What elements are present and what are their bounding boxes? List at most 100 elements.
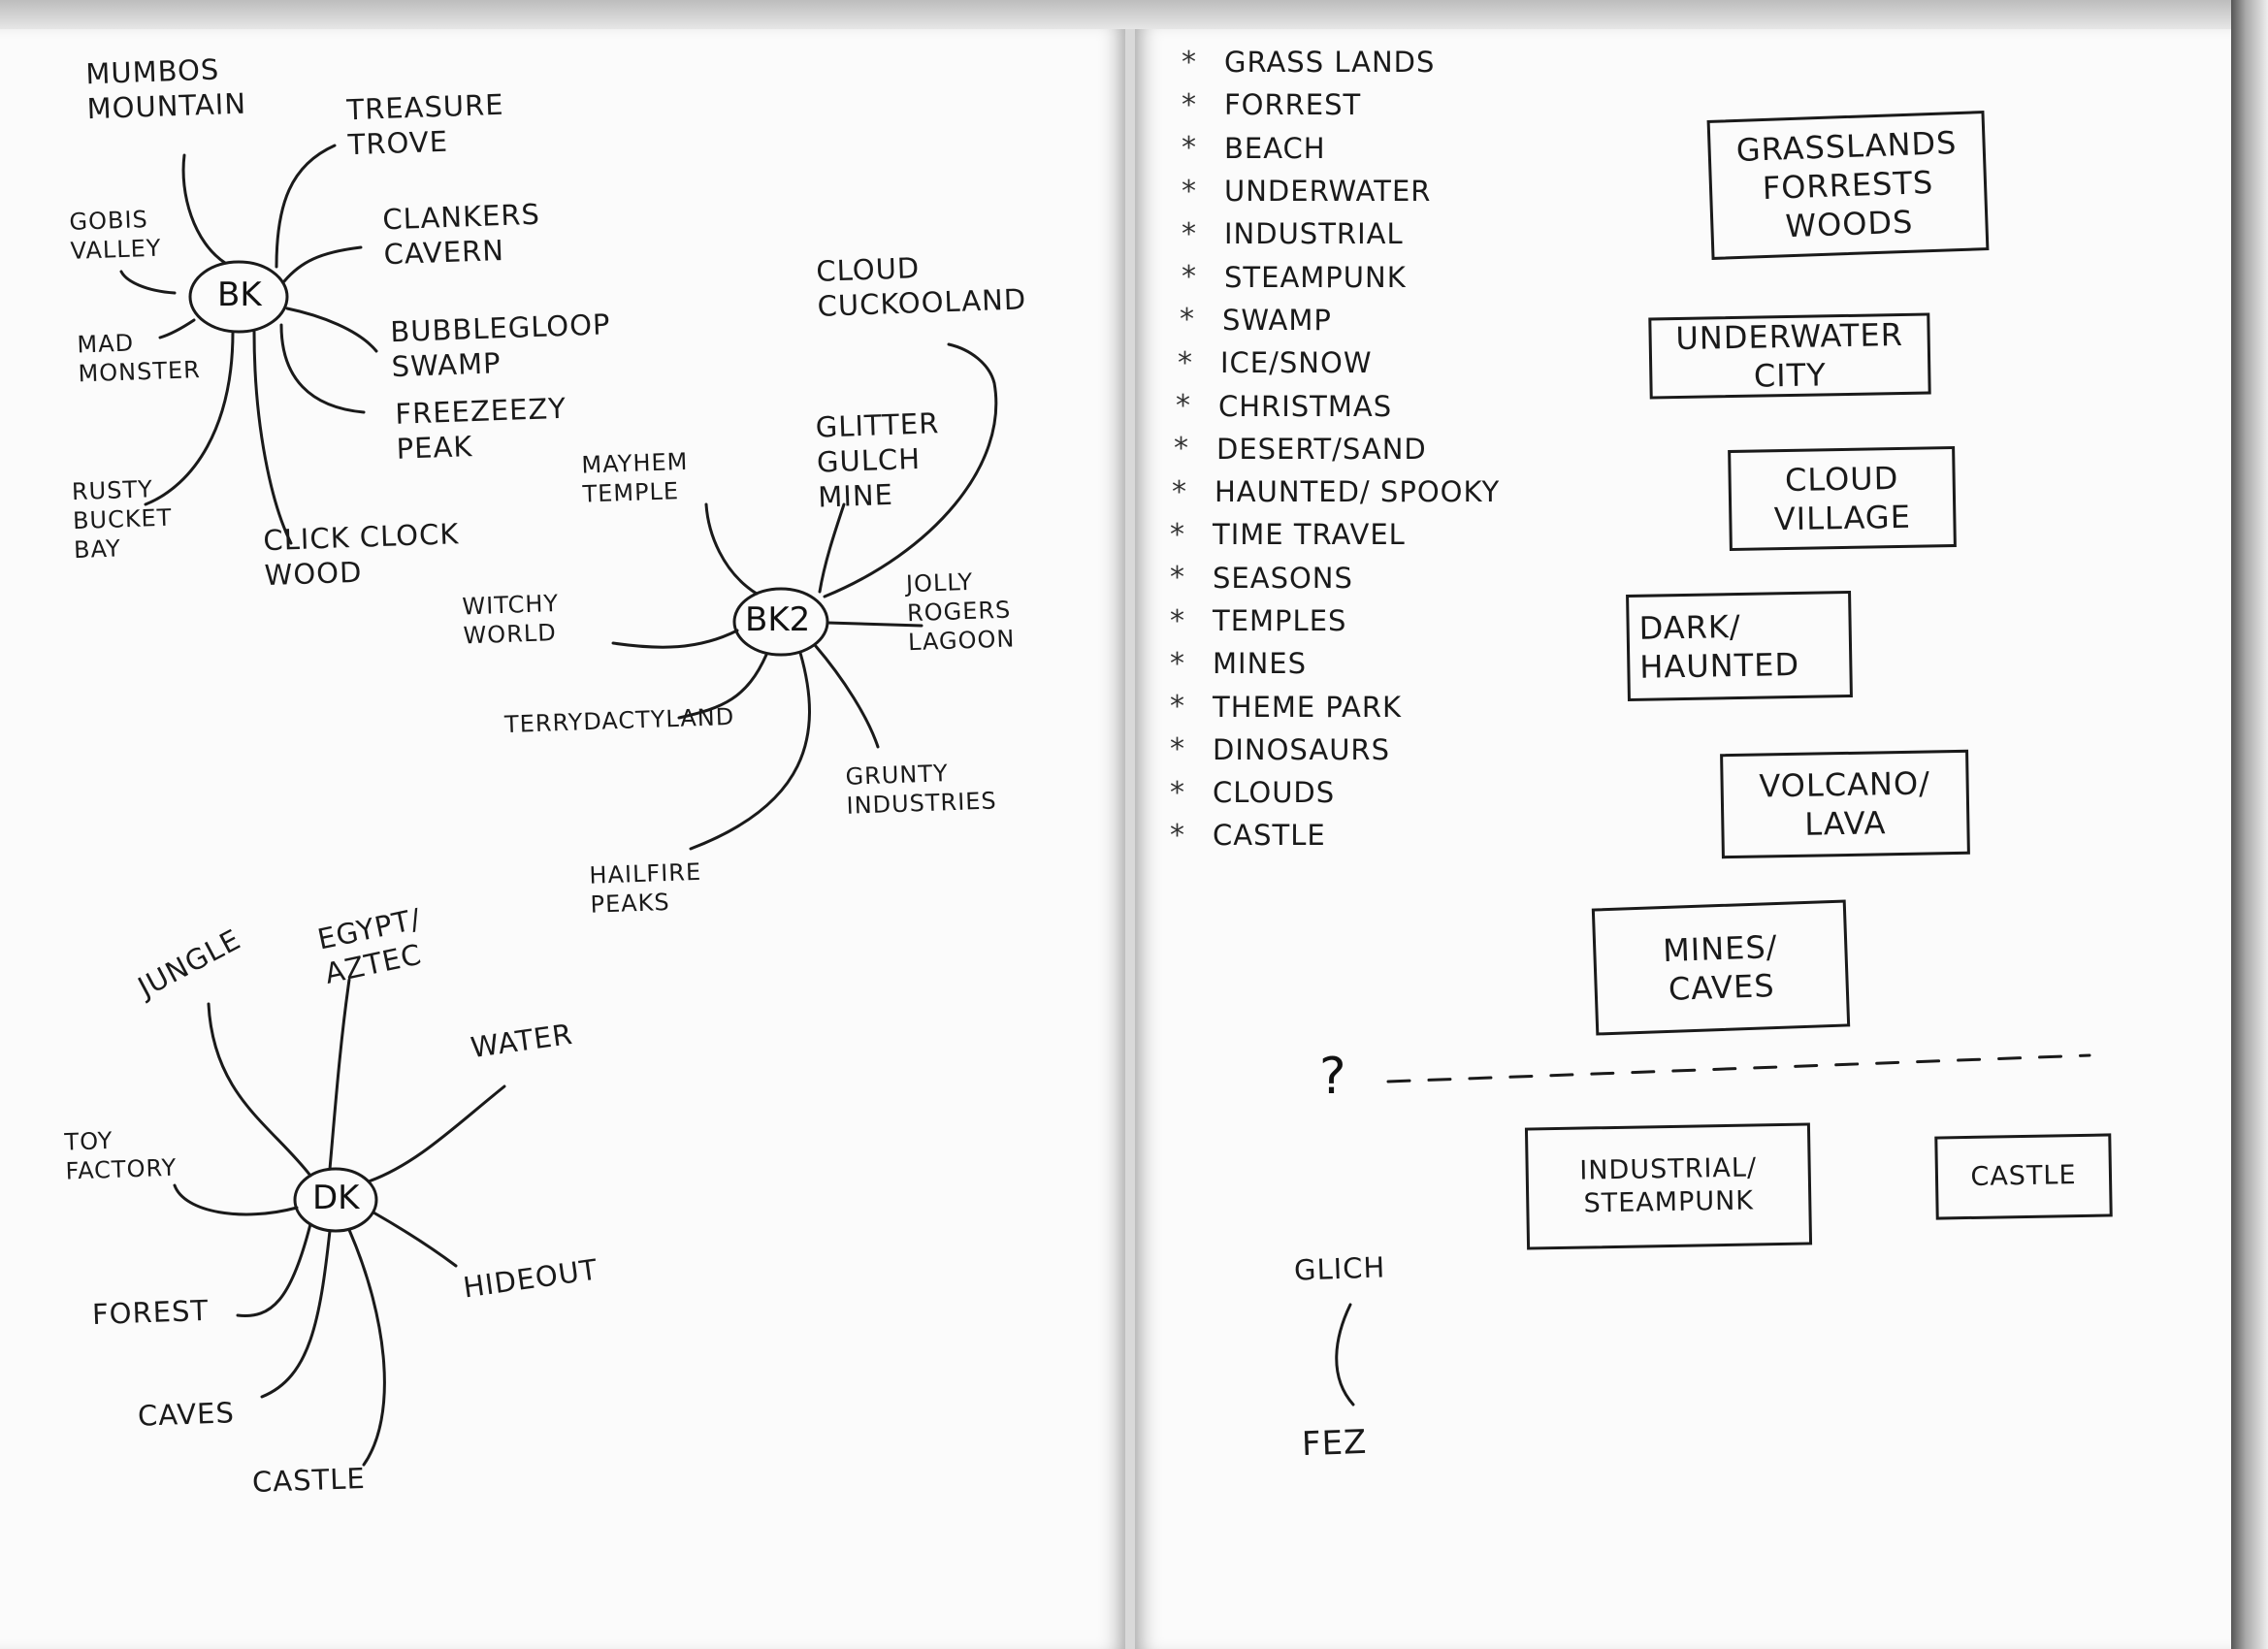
dk-branch-label: Caves <box>137 1396 236 1433</box>
branch-line <box>285 307 378 353</box>
question-mark: ? <box>1319 1048 1346 1106</box>
level-box-cloud-village: Cloud Village <box>1728 445 1957 552</box>
bk-branch-label: Treasure Trove <box>345 87 505 162</box>
bk-branch-label: Freezeezy Peak <box>394 391 567 466</box>
theme-list-label: Ice/Snow <box>1220 346 1373 380</box>
theme-list-label: Temples <box>1213 604 1347 637</box>
bk-branch-label: Click Clock Wood <box>262 517 460 593</box>
asterisk-bullet-icon: * <box>1172 474 1187 509</box>
asterisk-bullet-icon: * <box>1180 303 1195 338</box>
theme-list-item: * Clouds <box>1170 771 1500 814</box>
level-box-mines-caves: Mines/ Caves <box>1591 899 1851 1036</box>
theme-list-label: Castle <box>1213 819 1326 853</box>
branch-line <box>328 978 351 1171</box>
asterisk-bullet-icon: * <box>1170 818 1185 853</box>
bk2-branch-label: Hailfire Peaks <box>589 857 702 919</box>
level-box-underwater-city: Underwater City <box>1648 312 1931 400</box>
branch-line <box>279 323 366 414</box>
asterisk-bullet-icon: * <box>1170 775 1185 810</box>
theme-list-item: * Beach <box>1182 127 1500 170</box>
asterisk-bullet-icon: * <box>1176 389 1191 424</box>
glich-label: Glich <box>1293 1250 1386 1287</box>
theme-list-label: Dinosaurs <box>1213 732 1390 766</box>
theme-list-item: *Mines <box>1170 642 1500 685</box>
theme-list-label: Christmas <box>1218 389 1393 423</box>
theme-list-item: * Castle <box>1170 814 1500 857</box>
bk2-hub-label: BK2 <box>745 600 811 639</box>
level-box-dark-haunted: Dark/ Haunted <box>1626 590 1853 702</box>
bk-branch-label: Bubblegloop Swamp <box>389 307 612 384</box>
branch-line <box>611 629 739 649</box>
theme-list-item: *Ice/Snow <box>1178 341 1500 384</box>
branch-line <box>119 270 177 295</box>
theme-list-label: Desert/Sand <box>1216 432 1427 466</box>
theme-list-label: Forrest <box>1224 88 1362 122</box>
bk-hub-circle <box>188 260 289 334</box>
left-sketchbook-page <box>0 29 1125 1649</box>
theme-list-label: Swamp <box>1222 303 1332 337</box>
branch-line <box>181 153 227 265</box>
theme-list-item: * Temples <box>1170 599 1500 642</box>
asterisk-bullet-icon: * <box>1182 45 1197 80</box>
theme-list-item: * Grass Lands <box>1182 41 1500 83</box>
theme-list-label: Underwater <box>1224 175 1432 209</box>
scan-top-edge <box>0 0 2268 29</box>
theme-list: *Grass Lands*Forrest*Beach*Underwater*In… <box>1170 41 1500 857</box>
bk2-branch-label: Witchy World <box>462 589 560 650</box>
branch-line <box>158 318 196 340</box>
bk2-branch-label: Cloud Cuckooland <box>815 251 1027 323</box>
theme-list-item: *Forrest <box>1182 83 1500 126</box>
branch-line <box>252 330 293 545</box>
theme-list-label: Grass Lands <box>1224 46 1436 80</box>
glich-to-fez-curve <box>1335 1303 1355 1406</box>
theme-list-label: Clouds <box>1213 776 1336 810</box>
branch-line <box>372 1211 458 1268</box>
dashed-divider <box>1386 1053 2091 1083</box>
asterisk-bullet-icon: * <box>1170 603 1185 638</box>
bk-hub-label: BK <box>217 275 262 314</box>
bk-branch-label: Mumbos Mountain <box>84 52 247 126</box>
bk2-branch-label: Grunty Industries <box>845 760 998 820</box>
theme-list-item: *Steampunk <box>1182 255 1500 298</box>
theme-list-item: * Haunted/ Spooky <box>1172 470 1500 513</box>
branch-line <box>347 1228 386 1467</box>
bk-branch-label: Mad Monster <box>77 329 202 388</box>
bk2-branch-label: Mayhem Temple <box>581 447 689 508</box>
branch-line <box>367 1084 506 1183</box>
branch-line <box>207 1002 312 1178</box>
book-edge <box>2231 0 2268 1649</box>
branch-line <box>823 342 998 598</box>
fez-label: Fez <box>1301 1422 1369 1465</box>
branch-line <box>260 1229 332 1399</box>
asterisk-bullet-icon: * <box>1182 260 1197 295</box>
theme-list-label: Theme Park <box>1213 690 1403 724</box>
branch-line <box>826 621 923 628</box>
theme-list-item: *Seasons <box>1170 557 1500 599</box>
optional-box-industrial-steampunk: Industrial/ Steampunk <box>1524 1122 1813 1250</box>
theme-list-item: *Time Travel <box>1170 513 1500 556</box>
branch-line <box>818 502 846 594</box>
dk-hub-label: DK <box>312 1179 360 1217</box>
asterisk-bullet-icon: * <box>1170 646 1185 681</box>
asterisk-bullet-icon: * <box>1182 131 1197 166</box>
theme-list-item: * Christmas <box>1176 384 1500 427</box>
asterisk-bullet-icon: * <box>1174 432 1189 467</box>
dk-branch-label: Toy Factory <box>64 1126 178 1185</box>
branch-line <box>173 1183 299 1216</box>
theme-list-item: *Dinosaurs <box>1170 728 1500 771</box>
branch-line <box>236 1222 312 1317</box>
dk-branch-label: Castle <box>251 1461 367 1500</box>
theme-list-item: * Desert/Sand <box>1174 428 1500 470</box>
theme-list-item: * Swamp <box>1180 299 1500 341</box>
asterisk-bullet-icon: * <box>1170 561 1185 596</box>
dk-hub-circle <box>293 1167 378 1233</box>
theme-list-label: Haunted/ Spooky <box>1215 475 1501 509</box>
theme-list-label: Beach <box>1224 131 1326 165</box>
theme-list-label: Industrial <box>1224 217 1404 251</box>
theme-list-item: * Industrial <box>1182 212 1500 255</box>
right-sketchbook-page <box>1135 29 2231 1649</box>
asterisk-bullet-icon: * <box>1182 216 1197 251</box>
branch-line <box>677 653 768 720</box>
level-box-volcano-lava: Volcano/ Lava <box>1720 749 1970 859</box>
